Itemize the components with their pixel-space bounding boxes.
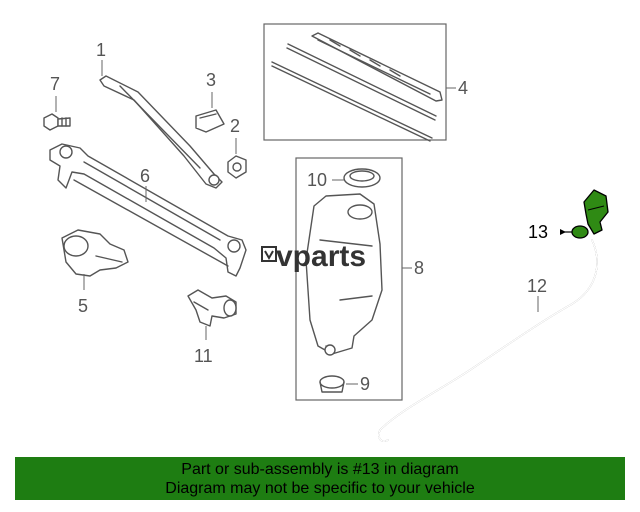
washer-hose[interactable] <box>378 239 598 442</box>
arm-cap[interactable] <box>195 109 225 133</box>
callout-9: 9 <box>360 374 370 394</box>
callout-4: 4 <box>458 78 468 98</box>
callout-5: 5 <box>78 296 88 316</box>
watermark-logo: vparts <box>261 240 366 273</box>
callout-1: 1 <box>96 40 106 60</box>
watermark-text: vparts <box>276 240 366 273</box>
reservoir-plug[interactable] <box>319 375 345 393</box>
pivot-nut[interactable] <box>227 155 247 179</box>
callout-10: 10 <box>307 170 327 190</box>
callout-11: 11 <box>194 346 213 366</box>
washer-pump[interactable] <box>187 289 237 327</box>
callout-2: 2 <box>230 116 240 136</box>
wiper-blade-group: 4 <box>263 23 468 142</box>
callout-13: 13 <box>528 222 548 242</box>
callout-12: 12 <box>527 276 547 296</box>
washer-nozzle-highlighted[interactable] <box>560 189 609 239</box>
reservoir-cap[interactable] <box>343 168 381 188</box>
washer-reservoir[interactable] <box>305 193 383 356</box>
wiper-arm[interactable] <box>99 75 223 189</box>
callout-8: 8 <box>414 258 424 278</box>
callout-7: 7 <box>50 74 60 94</box>
reservoir-group: 10 9 8 <box>295 157 424 401</box>
info-banner: Part or sub-assembly is #13 in diagram D… <box>15 457 625 500</box>
parts-diagram: 4 1 3 2 7 6 5 <box>43 23 609 442</box>
wiper-linkage[interactable] <box>49 143 247 277</box>
mounting-bolt[interactable] <box>43 113 71 131</box>
banner-line-2: Diagram may not be specific to your vehi… <box>165 480 475 497</box>
wiper-blade[interactable] <box>271 32 443 142</box>
callout-6: 6 <box>140 166 150 186</box>
wiper-motor[interactable] <box>61 229 129 277</box>
callout-3: 3 <box>206 70 216 90</box>
banner-line-1: Part or sub-assembly is #13 in diagram <box>181 461 459 478</box>
